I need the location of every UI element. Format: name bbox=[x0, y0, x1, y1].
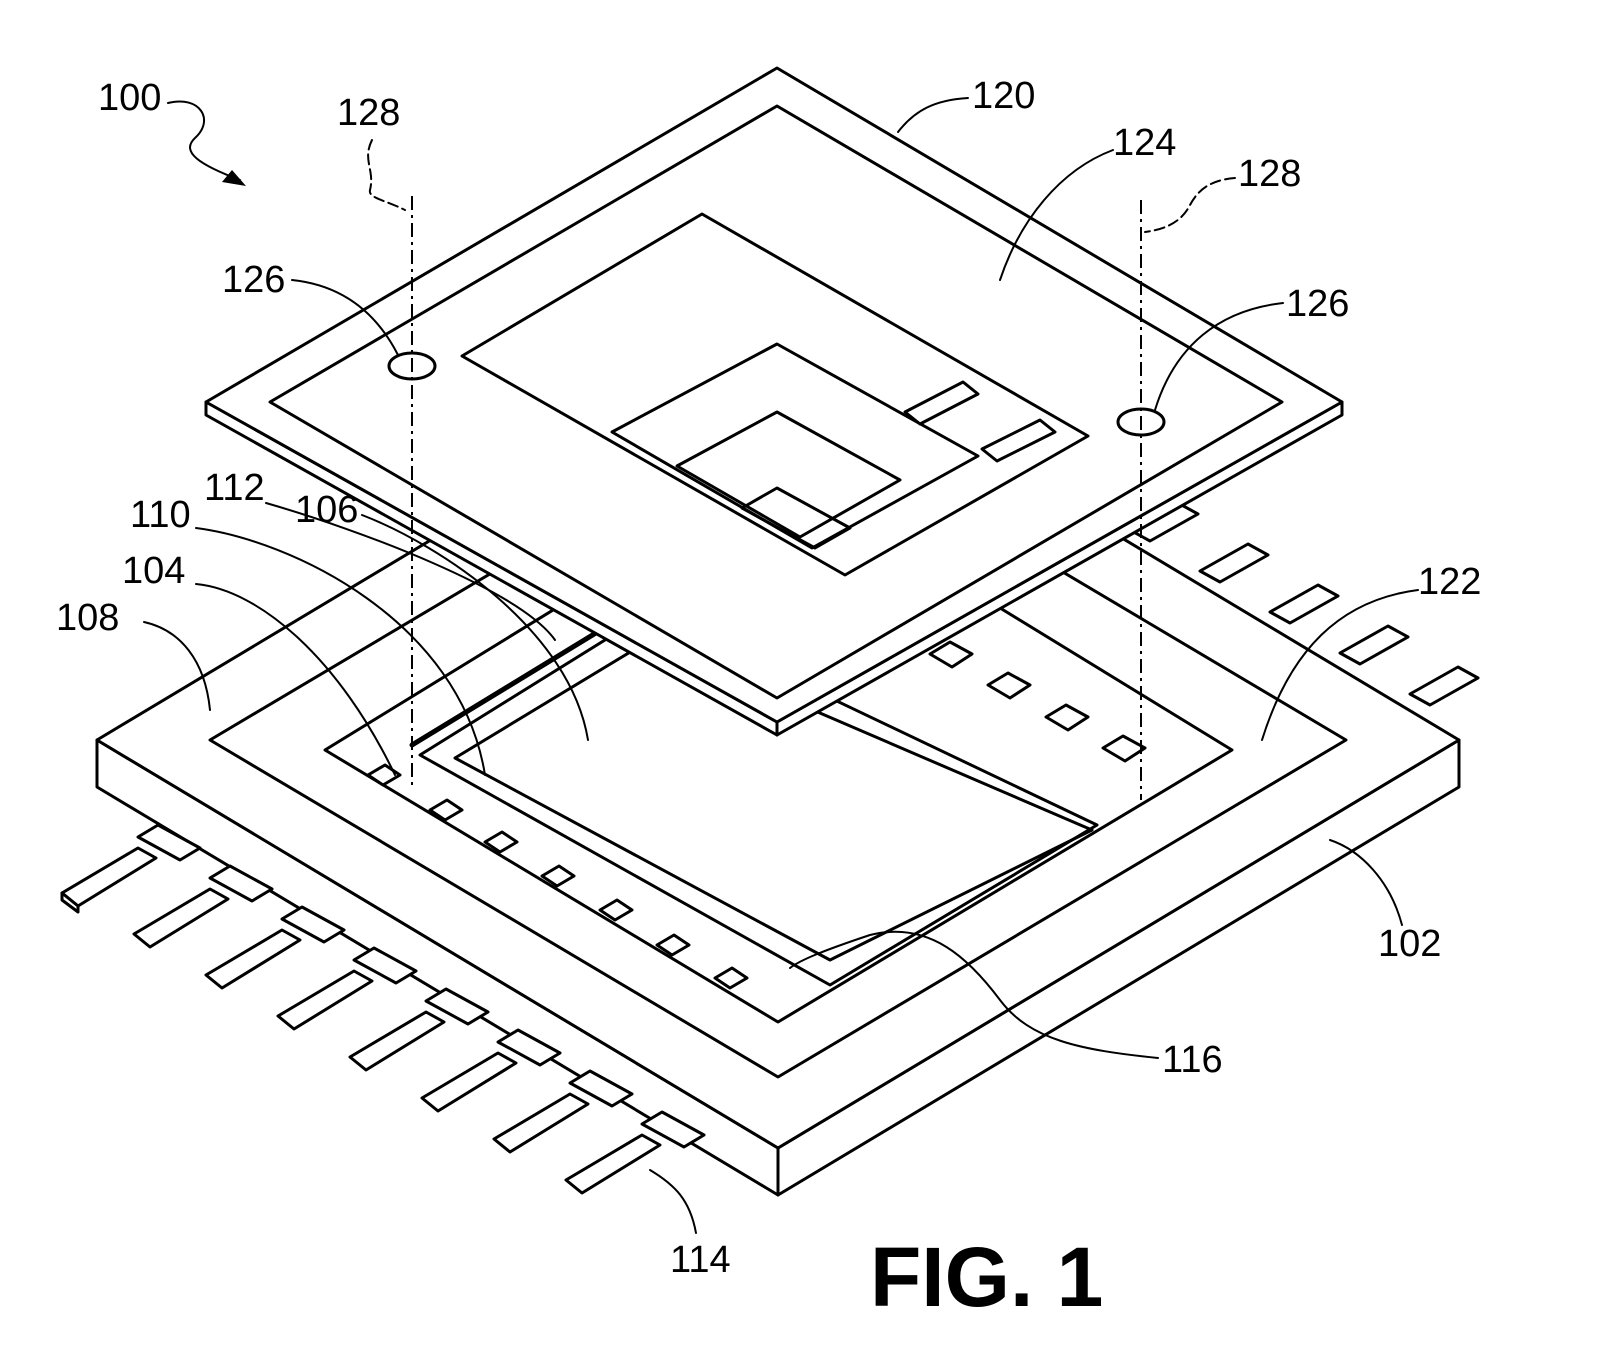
leads-back-right bbox=[1128, 501, 1480, 707]
label-116: 116 bbox=[1162, 1039, 1223, 1081]
label-100: 100 bbox=[98, 77, 161, 119]
pad-row-left bbox=[366, 763, 749, 990]
leader-128-left bbox=[367, 139, 406, 211]
label-128-left: 128 bbox=[337, 92, 400, 134]
die bbox=[418, 610, 1099, 987]
window-lead bbox=[980, 418, 1057, 463]
lid-window bbox=[460, 212, 1090, 577]
leader-122 bbox=[1261, 589, 1419, 741]
leader-104 bbox=[195, 583, 396, 776]
label-106: 106 bbox=[295, 489, 358, 531]
label-128-right: 128 bbox=[1238, 153, 1301, 195]
label-112: 112 bbox=[204, 467, 265, 509]
leader-120 bbox=[897, 97, 969, 133]
arrowhead-100 bbox=[222, 170, 246, 186]
leader-108 bbox=[143, 621, 211, 711]
lead bbox=[492, 1069, 634, 1154]
label-110: 110 bbox=[130, 494, 191, 536]
lead bbox=[60, 823, 202, 914]
leader-116 bbox=[789, 930, 1159, 1059]
lead bbox=[132, 864, 274, 949]
label-126-right: 126 bbox=[1286, 283, 1349, 325]
leader-114 bbox=[649, 1169, 697, 1234]
lid-cavity-core bbox=[740, 486, 852, 550]
leader-112 bbox=[265, 502, 556, 641]
lead bbox=[276, 946, 418, 1031]
leader-110 bbox=[195, 527, 486, 776]
leads-front-left bbox=[60, 823, 706, 1195]
label-108: 108 bbox=[56, 597, 119, 639]
lead bbox=[564, 1110, 706, 1195]
label-122: 122 bbox=[1418, 561, 1481, 603]
leader-100 bbox=[167, 100, 241, 181]
label-104: 104 bbox=[122, 550, 185, 592]
leader-102 bbox=[1329, 839, 1403, 926]
reference-labels: 100 128 120 124 128 126 126 112 110 106 … bbox=[56, 75, 1481, 1281]
leader-126-left bbox=[291, 279, 399, 356]
leader-124 bbox=[999, 149, 1114, 281]
lid-top bbox=[204, 66, 1344, 724]
leader-128-right bbox=[1144, 177, 1236, 233]
label-126-left: 126 bbox=[222, 259, 285, 301]
label-114: 114 bbox=[670, 1239, 731, 1281]
leader-lines bbox=[143, 97, 1419, 1234]
lid bbox=[204, 66, 1344, 737]
label-102: 102 bbox=[1378, 923, 1441, 965]
lid-frame-outline bbox=[268, 104, 1284, 700]
lead bbox=[204, 905, 346, 990]
lead bbox=[420, 1028, 562, 1113]
lid-cavity-inner bbox=[675, 410, 902, 539]
lead bbox=[348, 987, 490, 1072]
leader-126-right bbox=[1154, 302, 1284, 411]
leader-106 bbox=[361, 514, 589, 741]
label-120: 120 bbox=[972, 75, 1035, 117]
figure-caption: FIG. 1 bbox=[870, 1230, 1103, 1324]
die-inner-outline bbox=[453, 638, 1094, 962]
window-lead bbox=[903, 380, 980, 426]
label-124: 124 bbox=[1113, 122, 1176, 164]
